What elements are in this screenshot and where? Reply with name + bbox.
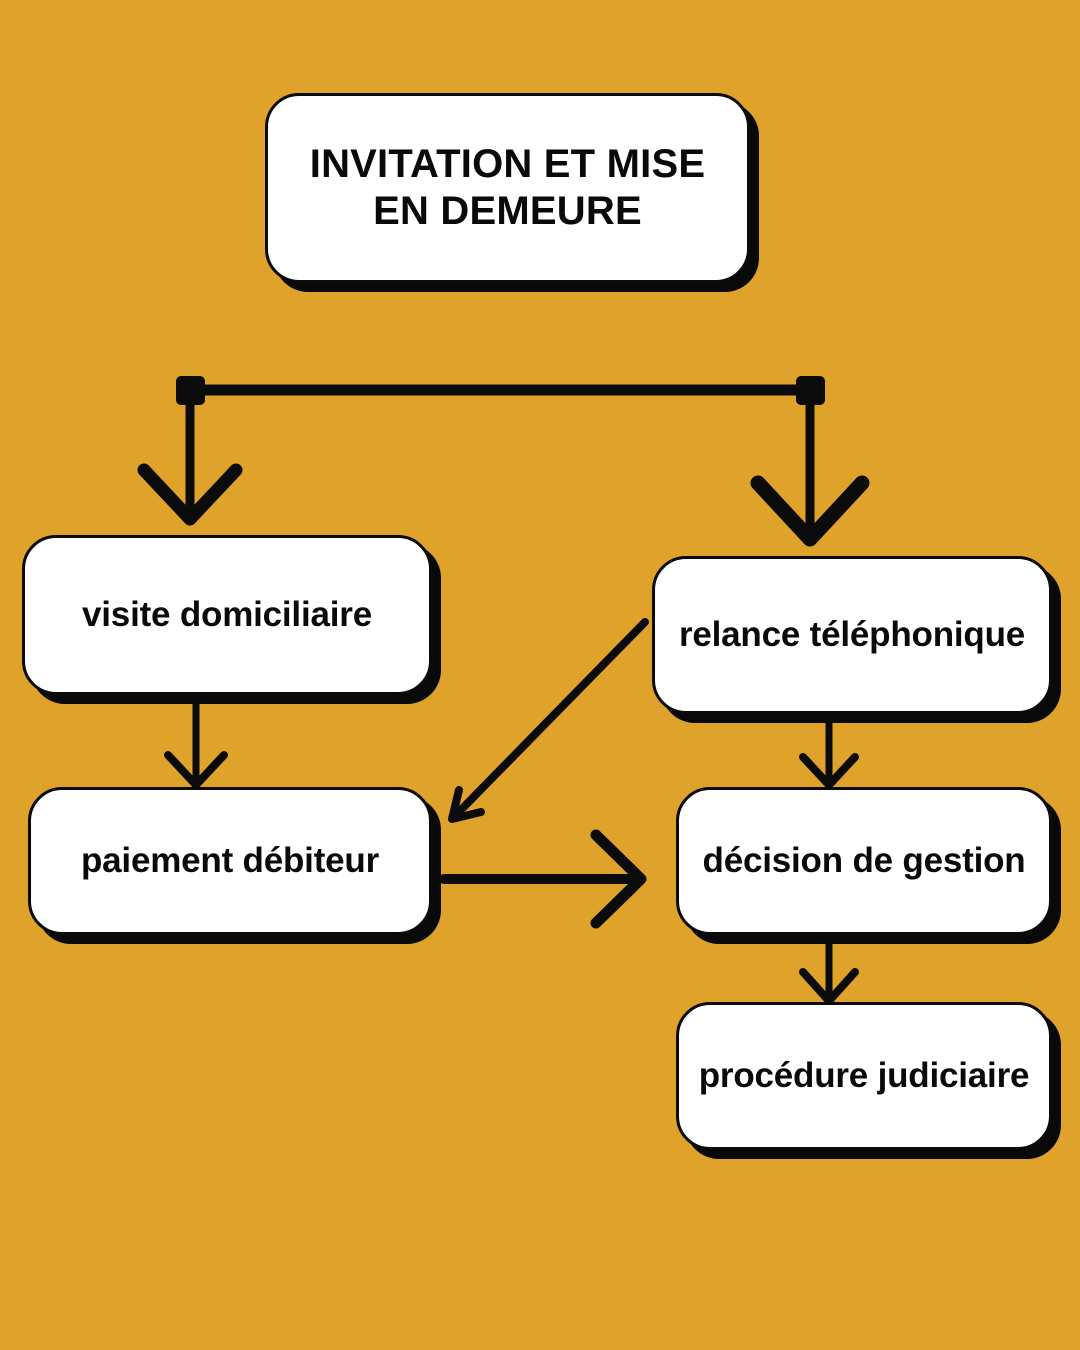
connector-decision-to-procedure-arrowhead bbox=[799, 968, 859, 1005]
node-procedure-judiciaire[interactable]: procédure judiciaire bbox=[676, 1002, 1052, 1150]
connector-title-to-visite-arrowhead bbox=[137, 463, 243, 526]
branch-marker-left bbox=[176, 376, 205, 405]
connector-paiement-to-decision-arrowhead bbox=[590, 829, 647, 929]
node-label: paiement débiteur bbox=[80, 841, 380, 881]
connector-relance-to-decision-arrowhead bbox=[799, 753, 859, 789]
node-invitation-et-mise-en-demeure[interactable]: INVITATION ET MISE EN DEMEURE bbox=[265, 93, 750, 283]
node-label: visite domiciliaire bbox=[82, 595, 372, 635]
node-label: relance téléphonique bbox=[678, 615, 1026, 655]
node-label: procédure judiciaire bbox=[698, 1056, 1030, 1096]
node-label: décision de gestion bbox=[702, 841, 1026, 881]
node-paiement-debiteur[interactable]: paiement débiteur bbox=[28, 787, 432, 935]
branch-marker-right bbox=[796, 376, 825, 405]
connector-relance-to-paiement-arrowhead bbox=[448, 786, 485, 823]
connector-relance-to-paiement-line bbox=[449, 618, 649, 822]
node-relance-telephonique[interactable]: relance téléphonique bbox=[652, 556, 1052, 714]
node-visite-domiciliaire[interactable]: visite domiciliaire bbox=[22, 535, 432, 695]
connector-visite-to-paiement-arrowhead bbox=[164, 751, 228, 789]
connector-title-to-relance-arrowhead bbox=[750, 475, 870, 547]
node-decision-de-gestion[interactable]: décision de gestion bbox=[676, 787, 1052, 935]
node-label: INVITATION ET MISE EN DEMEURE bbox=[309, 141, 706, 233]
